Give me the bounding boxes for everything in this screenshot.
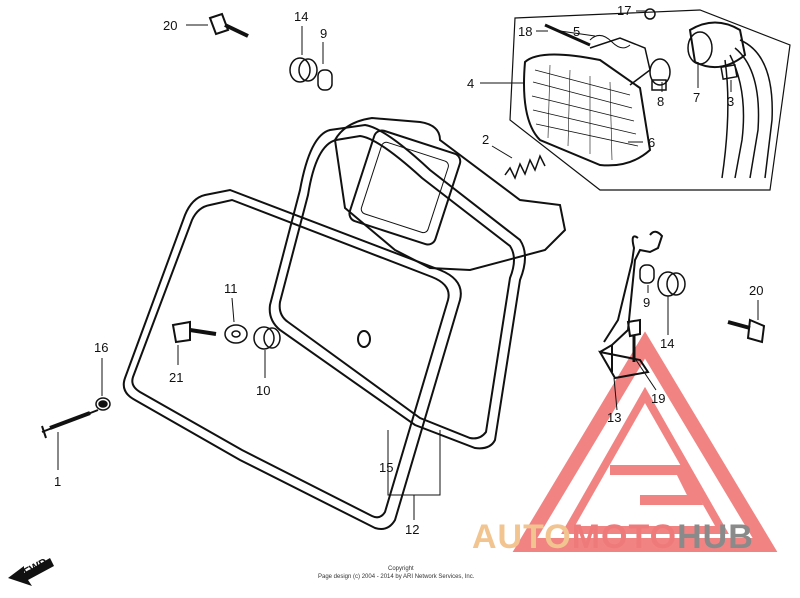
callout-14-right: 14 <box>660 336 674 351</box>
plate-base-frame <box>122 188 462 530</box>
watermark-moto: MOTO <box>572 518 677 556</box>
washer-flat <box>224 324 248 344</box>
callout-6: 6 <box>648 135 655 150</box>
copyright-line1: Copyright <box>388 566 414 572</box>
watermark-auto: AUTO <box>472 518 572 556</box>
leader-lines <box>57 10 759 520</box>
callout-17: 17 <box>617 3 631 18</box>
callout-1: 1 <box>54 474 61 489</box>
watermark-hub: HUB <box>677 518 754 556</box>
spacer-top <box>317 69 333 91</box>
callout-8: 8 <box>657 94 664 109</box>
callout-5: 5 <box>573 24 580 39</box>
bolt-top <box>208 12 249 38</box>
washer <box>95 397 111 411</box>
fwd-arrow <box>8 558 54 586</box>
callout-20-right: 20 <box>749 283 763 298</box>
callout-16: 16 <box>94 340 108 355</box>
watermark-logo <box>512 331 778 552</box>
tail-light-assembly <box>509 8 791 191</box>
collar-right <box>657 271 686 297</box>
plate-frame-gasket <box>268 123 526 450</box>
callout-18: 18 <box>518 24 532 39</box>
callout-21: 21 <box>169 370 183 385</box>
callouts: 20 14 9 18 5 17 4 8 7 3 2 6 11 16 21 10 … <box>54 3 763 537</box>
bolt-short <box>171 320 217 344</box>
grommet-nut <box>253 326 281 350</box>
callout-9-right: 9 <box>643 295 650 310</box>
side-bracket <box>598 230 664 380</box>
callout-10: 10 <box>256 383 270 398</box>
callout-15: 15 <box>379 460 393 475</box>
callout-7: 7 <box>693 90 700 105</box>
callout-11: 11 <box>224 281 238 296</box>
spacer-right <box>639 264 655 284</box>
callout-13: 13 <box>607 410 621 425</box>
callout-19: 19 <box>651 391 665 406</box>
callout-9-top: 9 <box>320 26 327 41</box>
bolt-long <box>41 409 99 439</box>
license-plate-bracket <box>333 116 567 272</box>
collar-top <box>289 57 318 83</box>
callout-4: 4 <box>467 76 474 91</box>
bolt-bracket <box>626 318 641 362</box>
callout-14-top: 14 <box>294 9 308 24</box>
watermark-text: AUTOMOTOHUB <box>472 518 754 556</box>
bolt-right <box>727 318 766 344</box>
callout-20-top: 20 <box>163 18 177 33</box>
callout-12: 12 <box>405 522 419 537</box>
svg-text:AUTOMOTOHUB: AUTOMOTOHUB <box>472 518 754 556</box>
callout-2: 2 <box>482 132 489 147</box>
copyright-line2: Page design (c) 2004 - 2014 by ARI Netwo… <box>318 574 475 580</box>
callout-3: 3 <box>727 94 734 109</box>
spring <box>504 154 546 180</box>
